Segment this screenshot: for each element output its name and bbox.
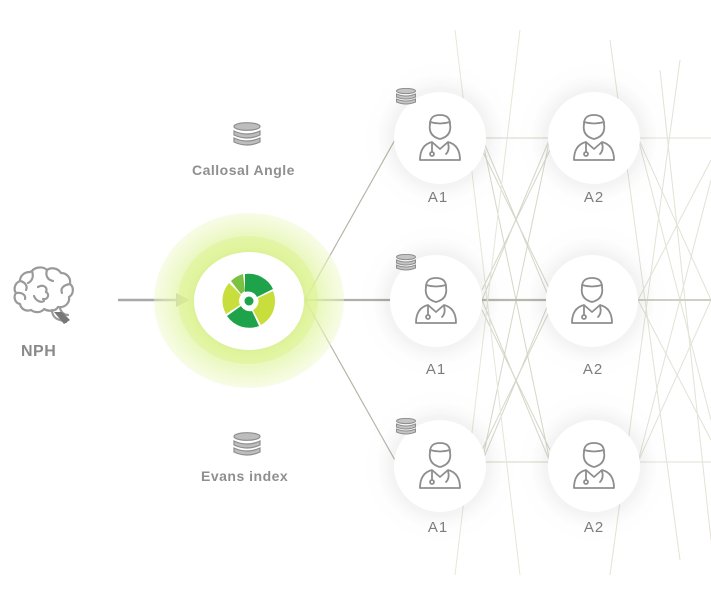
- database-icon: [396, 254, 416, 271]
- a1-node-bottom: [394, 420, 486, 512]
- database-icon: [233, 432, 261, 456]
- feature-label-callosal-angle: Callosal Angle: [192, 162, 295, 178]
- aperture-logo-icon: [222, 273, 276, 328]
- database-icon: [233, 122, 261, 146]
- a2-node-top: [548, 92, 640, 184]
- doctor-icon: [573, 114, 615, 161]
- doctor-icon: [415, 277, 457, 324]
- a2-label-middle: A2: [582, 361, 604, 378]
- a1-label-top: A1: [427, 189, 449, 206]
- a2-node-bottom: [548, 420, 640, 512]
- a1-a2-mesh: [481, 137, 551, 463]
- brain-icon: [10, 262, 80, 328]
- a1-node-top: [394, 92, 486, 184]
- a2-label-top: A2: [583, 189, 605, 206]
- database-icon: [396, 88, 416, 105]
- a2-label-bottom: A2: [583, 519, 605, 536]
- a1-label-bottom: A1: [427, 519, 449, 536]
- feature-label-evans-index: Evans index: [201, 468, 289, 484]
- doctor-icon: [573, 442, 615, 489]
- a2-node-middle: [546, 255, 638, 347]
- database-icon: [396, 418, 416, 435]
- hub-node: [194, 252, 304, 350]
- a1-label-middle: A1: [425, 361, 447, 378]
- input-label: NPH: [21, 343, 57, 360]
- doctor-icon: [571, 277, 613, 324]
- doctor-icon: [419, 114, 461, 161]
- doctor-icon: [419, 442, 461, 489]
